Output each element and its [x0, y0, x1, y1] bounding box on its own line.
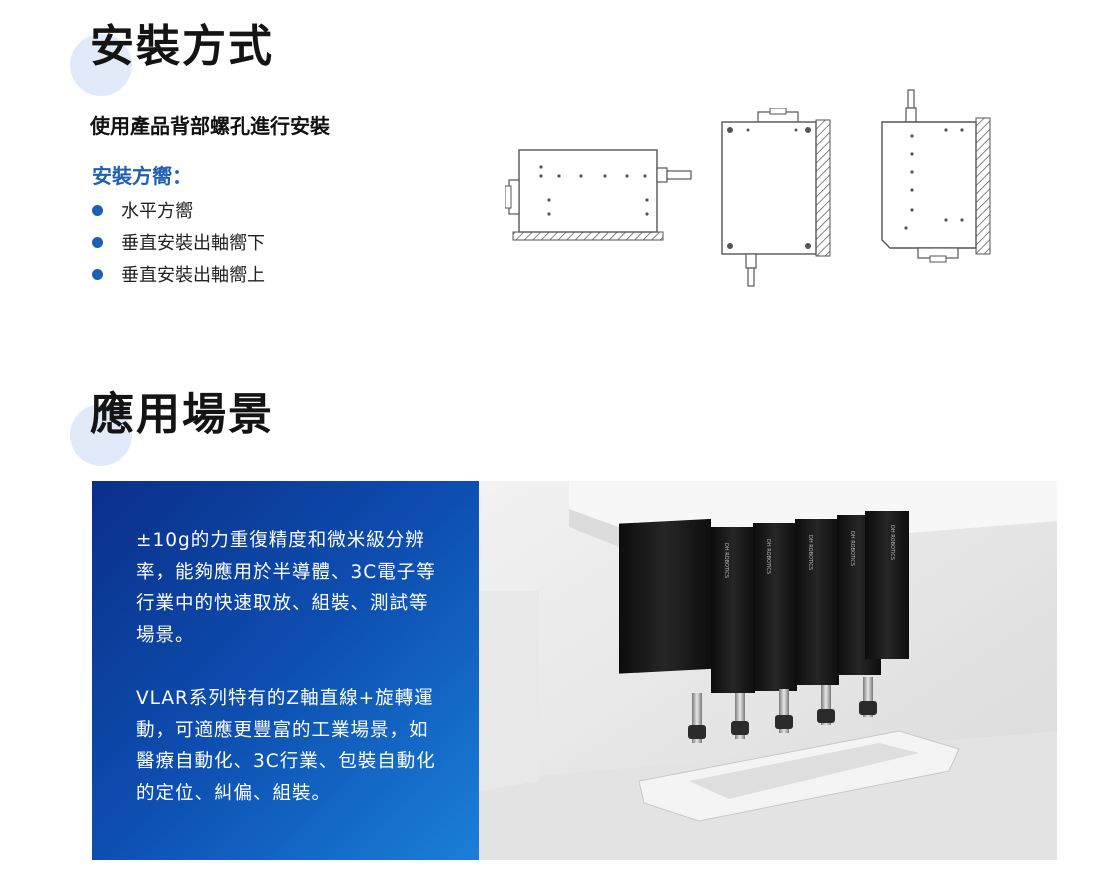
direction-label: 垂直安裝出軸嚮上: [121, 265, 265, 286]
application-paragraph-2: VLAR系列特有的Z軸直線+旋轉運動，可適應更豐富的工業場景，如醫療自動化、3C…: [136, 688, 436, 804]
horizontal-mount-diagram: [505, 149, 692, 241]
list-item: 水平方嚮: [92, 194, 265, 226]
direction-label: 水平方嚮: [121, 201, 193, 222]
application-text-panel: ±10g的力重復精度和微米級分辨率，能夠應用於半導體、3C電子等行業中的快速取放…: [92, 481, 479, 860]
install-subtitle: 使用產品背部螺孔進行安裝: [90, 114, 330, 138]
title-decoration-circle: [70, 34, 132, 96]
direction-list: 水平方嚮 垂直安裝出軸嚮下 垂直安裝出軸嚮上: [92, 194, 265, 290]
vertical-mount-down-diagram: [721, 108, 831, 287]
bullet-icon: [92, 268, 103, 280]
list-item: 垂直安裝出軸嚮上: [92, 258, 265, 290]
vertical-mount-up-diagram: [881, 89, 991, 263]
module-label: DH ROBOTICS: [849, 531, 855, 566]
title-decoration-circle: [70, 404, 132, 466]
bullet-icon: [92, 204, 103, 216]
module-label: DH ROBOTICS: [807, 535, 813, 570]
module-label: DH ROBOTICS: [765, 539, 771, 574]
gripper-scene-illustration: DH ROBOTICS DH ROBOTICS DH ROBOTICS DH R…: [479, 481, 1057, 860]
install-section-title: 安裝方式: [90, 21, 274, 72]
application-paragraph-1: ±10g的力重復精度和微米級分辨率，能夠應用於半導體、3C電子等行業中的快速取放…: [136, 530, 436, 646]
application-photo: DH ROBOTICS DH ROBOTICS DH ROBOTICS DH R…: [479, 481, 1057, 860]
direction-label: 垂直安裝出軸嚮下: [121, 233, 265, 254]
module-label: DH ROBOTICS: [889, 525, 895, 560]
list-item: 垂直安裝出軸嚮下: [92, 226, 265, 258]
direction-heading: 安裝方嚮：: [92, 164, 192, 188]
application-section-title: 應用場景: [90, 389, 274, 440]
module-label: DH ROBOTICS: [723, 543, 729, 578]
bullet-icon: [92, 236, 103, 248]
